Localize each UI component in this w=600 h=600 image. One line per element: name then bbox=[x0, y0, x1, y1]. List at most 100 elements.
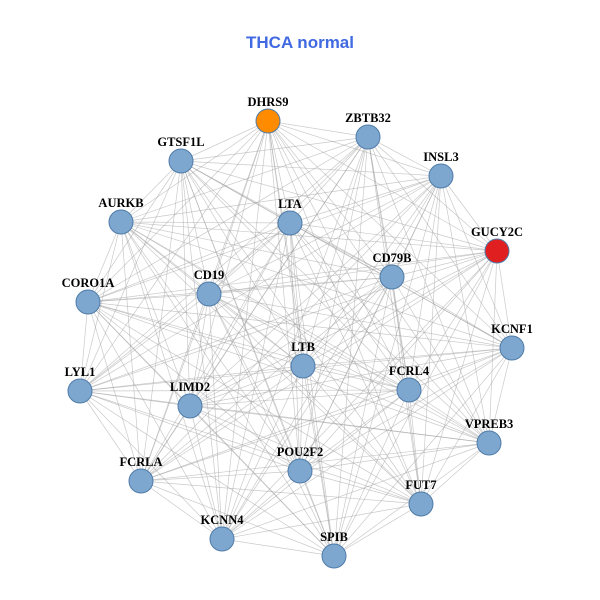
edge bbox=[189, 293, 210, 407]
edge bbox=[120, 175, 442, 223]
node-label-CD19: CD19 bbox=[194, 268, 225, 282]
node-CORO1A: CORO1A bbox=[62, 276, 115, 315]
edge bbox=[79, 390, 142, 482]
edge bbox=[221, 276, 393, 540]
edge bbox=[189, 222, 291, 407]
edge bbox=[87, 136, 369, 303]
edge bbox=[189, 405, 490, 444]
edge bbox=[180, 160, 304, 367]
edge bbox=[140, 250, 498, 482]
edge bbox=[79, 250, 498, 392]
edge bbox=[120, 160, 182, 223]
edge bbox=[302, 250, 498, 367]
node-circle-SPIB bbox=[321, 543, 347, 569]
edge bbox=[140, 480, 335, 557]
edge bbox=[87, 160, 182, 303]
edge bbox=[87, 301, 301, 472]
edge bbox=[120, 221, 142, 482]
edge bbox=[299, 470, 335, 557]
node-label-SPIB: SPIB bbox=[320, 530, 348, 544]
edge bbox=[299, 347, 513, 472]
edge bbox=[302, 136, 369, 367]
node-circle-LTA bbox=[277, 210, 303, 236]
node-AURKB: AURKB bbox=[98, 196, 144, 235]
edge bbox=[420, 175, 442, 505]
node-circle-LIMD2 bbox=[177, 393, 203, 419]
edge bbox=[302, 365, 410, 391]
edge bbox=[208, 293, 410, 391]
edge bbox=[87, 175, 442, 303]
edge bbox=[189, 365, 304, 407]
node-KCNN4: KCNN4 bbox=[200, 513, 244, 552]
edge bbox=[302, 175, 442, 367]
node-circle-KCNN4 bbox=[209, 526, 235, 552]
edge bbox=[333, 276, 393, 557]
edge bbox=[420, 347, 513, 505]
edge bbox=[120, 221, 335, 557]
node-label-CD79B: CD79B bbox=[373, 251, 412, 265]
edge bbox=[408, 250, 498, 391]
node-circle-FCRLA bbox=[128, 468, 154, 494]
edge bbox=[367, 136, 442, 177]
edge bbox=[208, 293, 335, 557]
node-LYL1: LYL1 bbox=[65, 365, 95, 404]
node-label-CORO1A: CORO1A bbox=[62, 276, 115, 290]
edge bbox=[180, 160, 191, 407]
edge bbox=[79, 120, 269, 392]
edge bbox=[391, 276, 410, 391]
edge bbox=[140, 470, 301, 482]
edge bbox=[408, 389, 422, 505]
edge bbox=[221, 442, 490, 540]
node-FUT7: FUT7 bbox=[405, 478, 437, 517]
edge bbox=[208, 293, 304, 367]
edge bbox=[87, 301, 142, 482]
node-DHRS9: DHRS9 bbox=[248, 95, 288, 134]
edge bbox=[120, 120, 269, 223]
edge bbox=[79, 365, 304, 392]
edge bbox=[79, 160, 182, 392]
node-label-FUT7: FUT7 bbox=[405, 478, 436, 492]
node-label-ZBTB32: ZBTB32 bbox=[345, 111, 391, 125]
edge bbox=[120, 221, 191, 407]
edge bbox=[221, 250, 498, 540]
node-circle-GUCY2C bbox=[484, 238, 510, 264]
edge bbox=[221, 470, 301, 540]
edge bbox=[333, 503, 422, 557]
edge bbox=[289, 222, 393, 278]
edge bbox=[267, 120, 498, 252]
edge bbox=[302, 347, 513, 367]
node-label-FCRL4: FCRL4 bbox=[389, 364, 430, 378]
edge bbox=[79, 293, 210, 392]
edge bbox=[140, 365, 304, 482]
node-circle-LYL1 bbox=[67, 378, 93, 404]
edge bbox=[289, 222, 498, 252]
edge bbox=[391, 276, 513, 349]
edge bbox=[189, 405, 301, 472]
node-circle-DHRS9 bbox=[255, 108, 281, 134]
edge bbox=[221, 365, 304, 540]
node-label-KCNN4: KCNN4 bbox=[200, 513, 244, 527]
node-label-AURKB: AURKB bbox=[98, 196, 143, 210]
node-FCRL4: FCRL4 bbox=[389, 364, 430, 403]
edge bbox=[391, 250, 498, 278]
edge bbox=[120, 221, 498, 252]
edge bbox=[496, 250, 513, 349]
node-KCNF1: KCNF1 bbox=[491, 322, 533, 361]
edge bbox=[299, 276, 393, 472]
edge bbox=[299, 389, 410, 472]
edge bbox=[180, 160, 498, 252]
node-circle-ZBTB32 bbox=[355, 124, 381, 150]
node-label-FCRLA: FCRLA bbox=[119, 455, 162, 469]
edge bbox=[79, 222, 291, 392]
edge bbox=[367, 136, 490, 444]
edge bbox=[140, 389, 410, 482]
edge bbox=[79, 389, 410, 392]
edge bbox=[208, 175, 442, 295]
edge bbox=[140, 442, 490, 482]
node-GUCY2C: GUCY2C bbox=[471, 225, 523, 264]
edge bbox=[180, 160, 442, 177]
edge bbox=[299, 365, 304, 472]
edge bbox=[79, 136, 369, 392]
edge bbox=[408, 347, 513, 391]
edge bbox=[79, 390, 422, 505]
